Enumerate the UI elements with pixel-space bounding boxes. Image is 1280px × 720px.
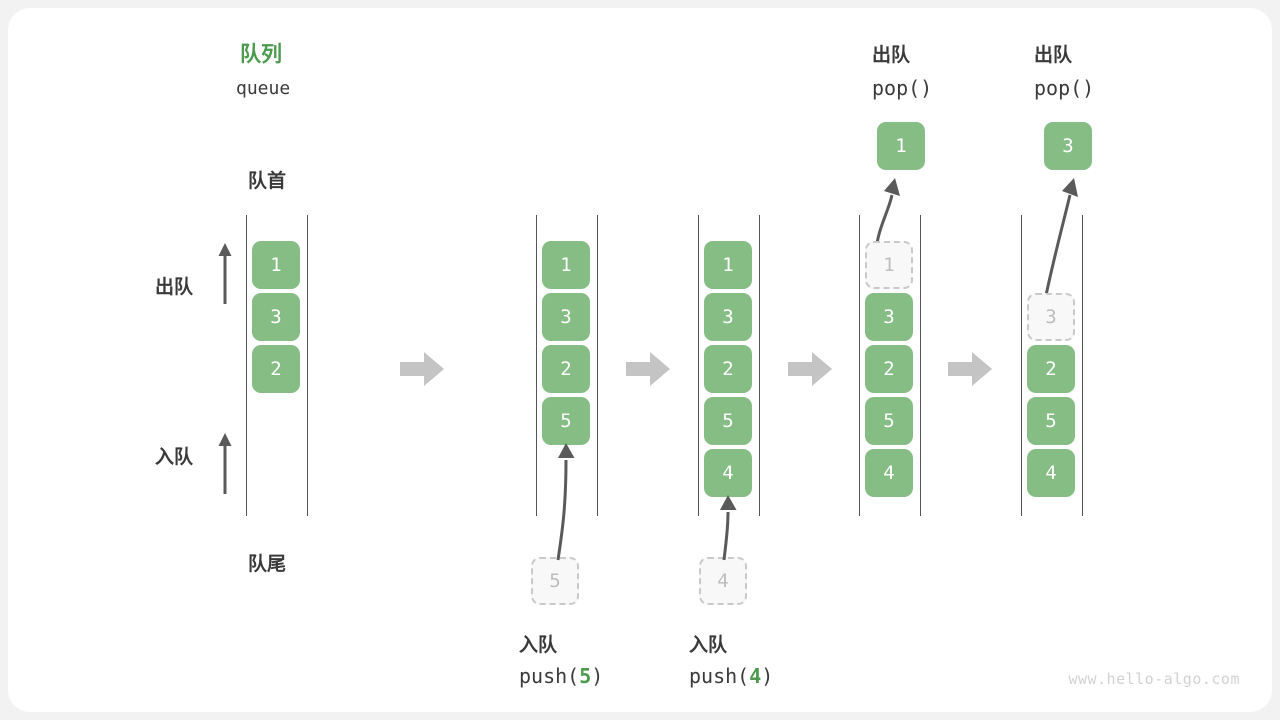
queue-rail-right <box>759 215 760 516</box>
queue-element[interactable]: 3 <box>252 293 300 341</box>
front-label: 队首 <box>248 170 287 192</box>
queue-element[interactable]: 2 <box>1027 345 1075 393</box>
queue-element[interactable]: 4 <box>865 449 913 497</box>
page-title-cn: 队列 <box>240 42 282 66</box>
step-caption-cn-1: 入队 <box>519 634 558 656</box>
queue-rail-left <box>698 215 699 516</box>
step-caption-cn-2: 入队 <box>689 634 728 656</box>
queue-element[interactable]: 2 <box>252 345 300 393</box>
queue-element[interactable]: 3 <box>865 293 913 341</box>
queue-element[interactable]: 1 <box>704 241 752 289</box>
dequeue-direction-label: 出队 <box>155 276 194 298</box>
popped-element[interactable]: 3 <box>1044 122 1092 170</box>
rear-label: 队尾 <box>248 553 287 575</box>
enqueue-direction-label: 入队 <box>155 446 194 468</box>
step-caption-code-4: pop() <box>1034 76 1095 100</box>
queue-element[interactable]: 2 <box>542 345 590 393</box>
push-arrow-icon <box>720 495 737 561</box>
pending-push-element: 5 <box>531 557 579 605</box>
queue-element[interactable]: 4 <box>1027 449 1075 497</box>
queue-element[interactable]: 5 <box>1027 397 1075 445</box>
step-caption-code-3: pop() <box>872 76 933 100</box>
pop-arrow-icon <box>1042 178 1078 306</box>
queue-rail-right <box>920 215 921 516</box>
watermark: www.hello-algo.com <box>1068 670 1240 688</box>
dequeue-direction-arrow-icon <box>218 243 232 304</box>
step-arrow-icon <box>948 352 992 386</box>
push-code-prefix: push( <box>519 664 580 688</box>
push-code-prefix: push( <box>689 664 750 688</box>
step-arrow-icon <box>788 352 832 386</box>
queue-rail-right <box>1082 215 1083 516</box>
queue-element[interactable]: 5 <box>704 397 752 445</box>
queue-element[interactable]: 5 <box>865 397 913 445</box>
queue-rail-left <box>859 215 860 516</box>
queue-rail-right <box>307 215 308 516</box>
queue-element[interactable]: 2 <box>865 345 913 393</box>
queue-rail-right <box>597 215 598 516</box>
queue-element-new[interactable]: 5 <box>542 397 590 445</box>
pending-push-element: 4 <box>699 557 747 605</box>
step-arrow-icon <box>626 352 670 386</box>
push-code-value: 4 <box>749 664 762 688</box>
queue-element[interactable]: 3 <box>704 293 752 341</box>
enqueue-direction-arrow-icon <box>218 433 232 494</box>
queue-element[interactable]: 3 <box>542 293 590 341</box>
removed-element-slot: 1 <box>865 241 913 289</box>
popped-element[interactable]: 1 <box>877 122 925 170</box>
queue-rail-left <box>246 215 247 516</box>
push-code-value: 5 <box>579 664 592 688</box>
removed-element-slot: 3 <box>1027 293 1075 341</box>
push-arrow-icon <box>556 443 575 561</box>
push-code-suffix: ) <box>761 664 774 688</box>
diagram-card: 队列 queue 队首 队尾 出队 入队 1 3 2 1 3 2 5 5 <box>8 8 1272 712</box>
step-caption-cn-4: 出队 <box>1034 44 1073 66</box>
queue-element[interactable]: 2 <box>704 345 752 393</box>
queue-element-new[interactable]: 4 <box>704 449 752 497</box>
step-caption-cn-3: 出队 <box>872 44 911 66</box>
push-code-suffix: ) <box>591 664 604 688</box>
step-arrow-icon <box>400 352 444 386</box>
step-caption-code-2: push(4) <box>689 664 773 688</box>
queue-rail-left <box>1021 215 1022 516</box>
step-caption-code-1: push(5) <box>519 664 603 688</box>
queue-element[interactable]: 1 <box>542 241 590 289</box>
queue-element[interactable]: 1 <box>252 241 300 289</box>
page-title-en: queue <box>236 78 291 99</box>
queue-rail-left <box>536 215 537 516</box>
